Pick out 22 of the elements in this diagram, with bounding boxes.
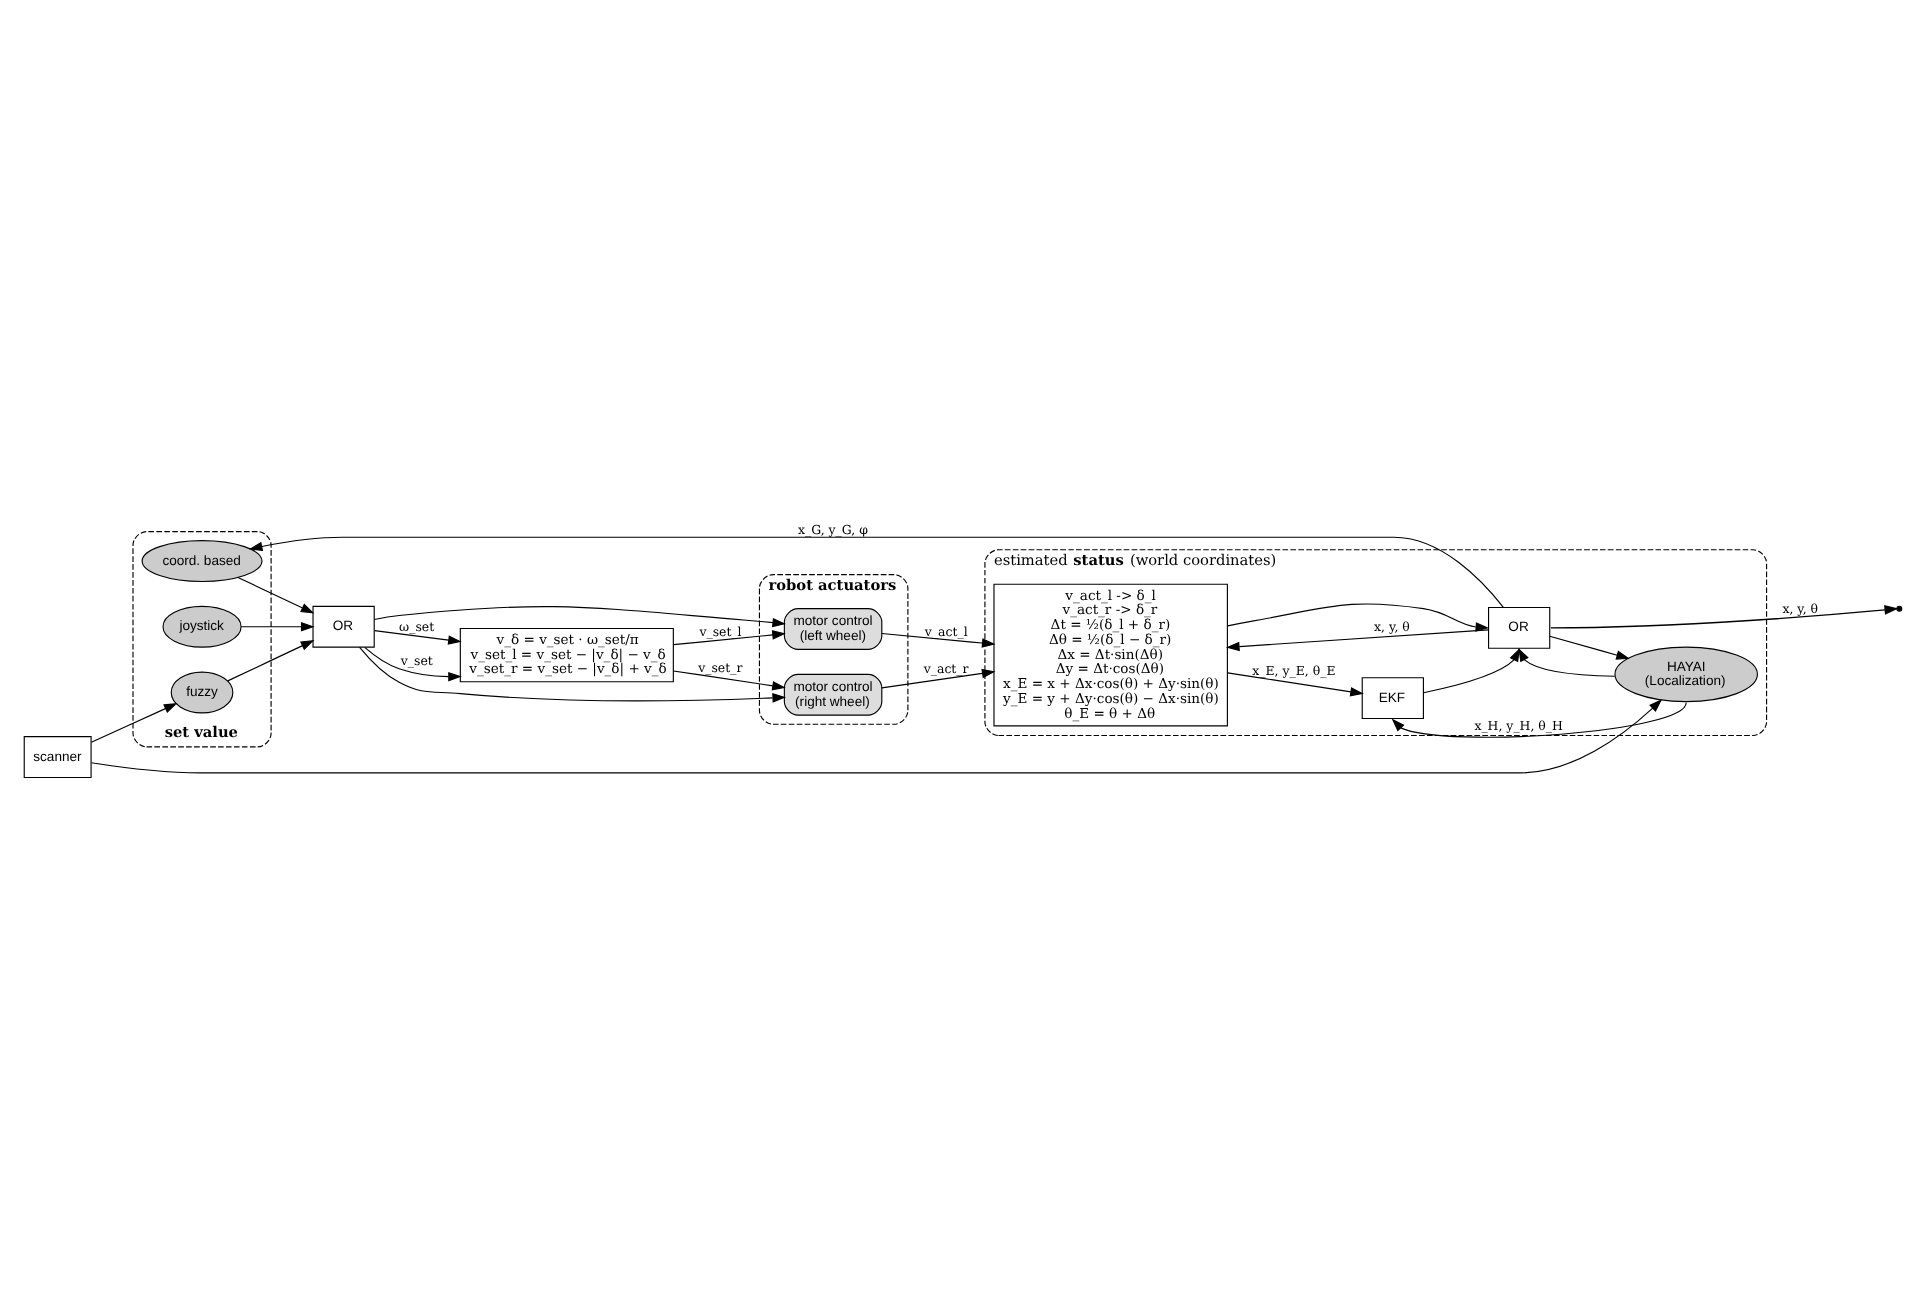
arrow [881,668,996,689]
arrow [240,622,315,632]
arrow [374,630,462,645]
arrow [227,640,315,682]
arrow [1549,635,1630,660]
arrow [672,670,786,691]
arrow [1423,647,1520,694]
arrow [1227,603,1490,632]
arrow [1391,702,1687,738]
arrow [373,606,786,628]
arrow [248,536,1504,608]
arrow [364,647,462,682]
arrow [359,646,786,703]
arrow [881,633,996,648]
arrow [1227,672,1364,697]
arrow [237,576,315,614]
arrow [672,630,786,646]
arrow [1518,647,1616,677]
arrow [90,703,178,743]
arrow [1550,605,1899,629]
arrow [1225,629,1489,652]
arrow [90,699,1663,774]
